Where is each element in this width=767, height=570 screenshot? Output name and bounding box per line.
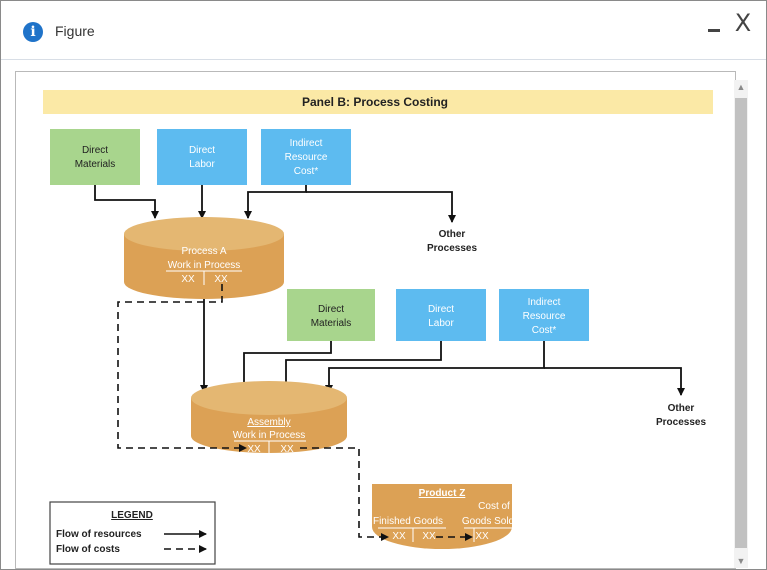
top-resource-flows	[94, 185, 456, 223]
ic2-line3: Cost*	[532, 325, 557, 336]
process-a-debit: XX	[181, 274, 195, 285]
fg-debit: XX	[392, 531, 406, 542]
close-button[interactable]: X	[734, 9, 752, 37]
dl2-line1: Direct	[428, 304, 454, 315]
scroll-down-icon[interactable]: ▼	[734, 554, 748, 568]
legend-box	[49, 501, 216, 565]
other-processes-2-line1: Other	[668, 403, 695, 414]
product-z-cogs-line1: Cost of	[478, 501, 510, 512]
direct-materials-box-2	[287, 289, 375, 341]
process-a-subtitle: Work in Process	[168, 260, 241, 271]
indirect-cost-box-1	[261, 129, 351, 185]
dl2-line2: Labor	[428, 318, 454, 329]
product-z-fg-label: Finished Goods	[373, 516, 443, 527]
legend-costs-label: Flow of costs	[56, 544, 120, 555]
ic2-line1: Indirect	[528, 297, 561, 308]
assembly-subtitle: Work in Process	[233, 430, 306, 441]
info-icon: i	[23, 22, 43, 42]
scroll-up-icon[interactable]: ▲	[734, 80, 748, 94]
dm1-line2: Materials	[75, 159, 116, 170]
dm2-line1: Direct	[318, 304, 344, 315]
dm2-line2: Materials	[311, 318, 352, 329]
title-bar: i Figure X	[1, 1, 766, 60]
cost-flows	[117, 284, 473, 541]
assembly-tank	[191, 381, 347, 453]
window-title: Figure	[55, 23, 95, 39]
panel-banner	[43, 90, 713, 114]
assembly-name: Assembly	[247, 417, 290, 428]
ic1-line1: Indirect	[290, 138, 323, 149]
process-a-tank	[124, 217, 284, 299]
direct-materials-box-1	[50, 129, 140, 185]
legend-resources-label: Flow of resources	[56, 529, 142, 540]
cogs-debit: XX	[475, 531, 489, 542]
panel-title: Panel B: Process Costing	[302, 95, 448, 109]
indirect-cost-box-2	[499, 289, 589, 341]
assembly-debit: XX	[247, 444, 261, 455]
mid-resource-flows	[200, 299, 685, 396]
other-processes-1-line1: Other	[439, 229, 466, 240]
ic1-line3: Cost*	[294, 166, 319, 177]
other-processes-2-line2: Processes	[656, 417, 706, 428]
process-a-credit: XX	[214, 274, 228, 285]
figure-content: Panel B: Process Costing Direct Material…	[15, 71, 736, 569]
product-z-name: Product Z	[419, 488, 466, 499]
product-z-cogs-line2: Goods Sold	[462, 516, 514, 527]
legend-title: LEGEND	[111, 510, 153, 521]
fg-credit: XX	[422, 531, 436, 542]
ic1-line2: Resource	[285, 152, 328, 163]
dm1-line1: Direct	[82, 145, 108, 156]
minimize-button[interactable]	[707, 16, 723, 40]
dl1-line1: Direct	[189, 145, 215, 156]
process-a-name: Process A	[181, 246, 226, 257]
direct-labor-box-1	[157, 129, 247, 185]
scroll-thumb[interactable]	[735, 98, 747, 548]
product-z-shape	[372, 484, 512, 549]
dl1-line2: Labor	[189, 159, 215, 170]
ic2-line2: Resource	[523, 311, 566, 322]
vertical-scrollbar[interactable]: ▲ ▼	[734, 80, 748, 568]
assembly-credit: XX	[280, 444, 294, 455]
process-costing-diagram: Panel B: Process Costing Direct Material…	[43, 90, 713, 565]
other-processes-1-line2: Processes	[427, 243, 477, 254]
direct-labor-box-2	[396, 289, 486, 341]
